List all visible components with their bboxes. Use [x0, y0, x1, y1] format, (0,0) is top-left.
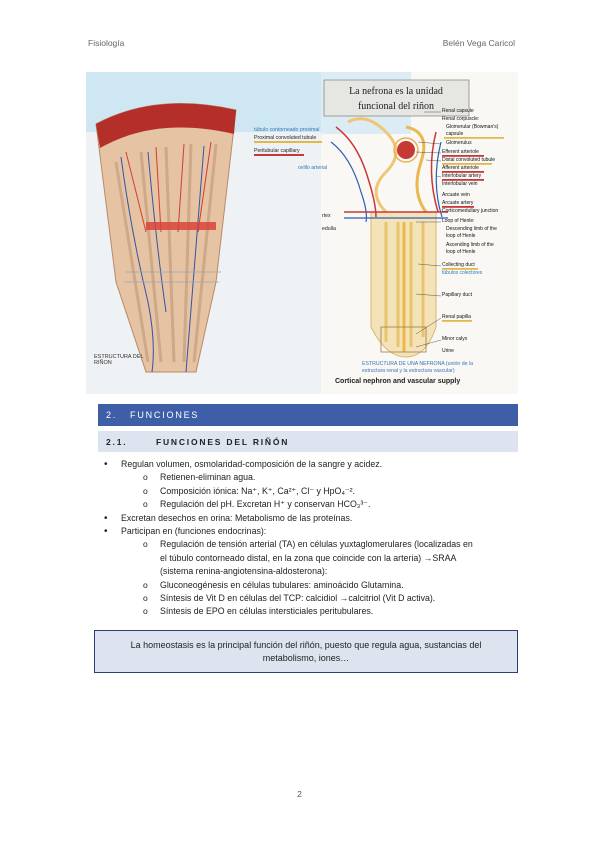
section-2-1-heading: 2.1. FUNCIONES DEL RIÑÓN — [98, 431, 518, 452]
highlight-pct — [254, 141, 322, 143]
section-2-title: FUNCIONES — [130, 410, 200, 420]
section-2-1-number: 2.1. — [106, 437, 128, 447]
list-item: Participan en (funciones endocrinas): — [98, 525, 518, 539]
label-21: Renal papilla — [442, 314, 471, 320]
annot-ovillo: ovillo arterial — [298, 165, 327, 171]
bottom-caption-line1: ESTRUCTURA DE UNA NEFRONA (unión de la — [362, 361, 473, 367]
label-22: Minor calyx — [442, 336, 468, 342]
nephron-illustration — [330, 117, 448, 358]
homeostasis-callout: La homeostasis es la principal función d… — [94, 630, 518, 673]
functions-list: Regulan volumen, osmolaridad-composición… — [98, 458, 518, 619]
list-item: Regulan volumen, osmolaridad-composición… — [98, 458, 518, 472]
label-5: Efferent arteriole — [442, 149, 479, 155]
section-2-1-title: FUNCIONES DEL RIÑÓN — [156, 437, 290, 447]
annot-cortex: rtex — [322, 213, 331, 219]
list-subitem: Síntesis de Vit D en células del TCP: ca… — [98, 592, 518, 606]
nephron-labels: Renal capsule Renal corpuscle: Glomerula… — [442, 108, 499, 354]
figure-title-line1: La nefrona es la unidad — [349, 86, 443, 97]
list-subitem-continuation: el túbulo contorneado distal, en la zona… — [160, 552, 457, 563]
list-subitem: Síntesis de EPO en células intersticiale… — [98, 605, 518, 619]
list-subitem: Regulación de tensión arterial (TA) en c… — [98, 538, 518, 552]
annot-pc: Peritubular capillary — [254, 148, 300, 154]
list-subitem: Gluconeogénesis en células tubulares: am… — [98, 579, 518, 593]
annot-pct: Proximal convoluted tubule — [254, 135, 316, 141]
label-9: Interlobular vein — [442, 181, 478, 187]
list-item: Excretan desechos en orina: Metabolismo … — [98, 512, 518, 526]
leader-lines — [415, 111, 442, 348]
label-23: Urine — [442, 348, 454, 354]
section-2-heading: 2. FUNCIONES — [98, 404, 518, 426]
label-12: Corticomedullary junction — [442, 208, 498, 214]
callout-line2: metabolismo, iones… — [262, 653, 350, 663]
list-subitem: Retienen-eliminan agua. — [98, 471, 518, 485]
label-1: Renal corpuscle: — [442, 116, 479, 122]
left-caption-line1: ESTRUCTURA DEL — [94, 354, 144, 360]
label-7: Afferent arteriole — [442, 165, 479, 171]
list-subitem: Composición iónica: Na⁺, K⁺, Ca²⁺, Cl⁻ y… — [98, 485, 518, 499]
callout-line1: La homeostasis es la principal función d… — [130, 640, 482, 650]
label-0: Renal capsule — [442, 108, 474, 114]
label-17: loop of Henle — [446, 249, 476, 255]
label-8: Interlobular artery — [442, 173, 482, 179]
bottom-figure-title: Cortical nephron and vascular supply — [335, 378, 460, 385]
label-3: capsule — [446, 131, 463, 137]
label-14: Descending limb of the — [446, 226, 497, 232]
label-4: Glomerulus — [446, 140, 472, 146]
left-caption-line2: RIÑON — [94, 359, 112, 366]
list-subitem-continuation: (sistema renina-angiotensina-aldosterona… — [160, 566, 328, 577]
label-15: loop of Henle — [446, 233, 476, 239]
figure-title-line2: funcional del riñon — [358, 101, 434, 112]
label-13: Loop of Henle: — [442, 218, 475, 224]
header-author: Belén Vega Caricol — [442, 38, 515, 48]
kidney-wedge-illustration — [95, 103, 237, 373]
annot-medulla: edulla — [322, 226, 336, 232]
page-number: 2 — [297, 789, 302, 799]
label-10: Arcuate vein — [442, 192, 470, 198]
annot-tcp: túbulo contorneado proximal — [254, 127, 319, 133]
highlight-pc — [254, 154, 304, 156]
label-highlights — [442, 137, 504, 322]
label-19: túbulos colectores — [442, 270, 483, 276]
label-16: Ascending limb of the — [446, 242, 494, 248]
label-20: Papillary duct — [442, 292, 473, 298]
header-subject: Fisiología — [88, 38, 125, 48]
list-subitem: Regulación del pH. Excretan H⁺ y conserv… — [98, 498, 518, 512]
section-2-number: 2. — [106, 410, 118, 420]
label-11: Arcuate artery — [442, 200, 474, 206]
kidney-nephron-figure: ESTRUCTURA DEL RIÑON La nefrona es la un… — [86, 72, 518, 394]
label-6: Distal convoluted tubule — [442, 157, 495, 163]
bottom-caption-line2: estructura renal y la estructura vascula… — [362, 368, 455, 374]
label-18: Collecting duct — [442, 262, 475, 268]
label-2: Glomerular (Bowman's) — [446, 124, 499, 130]
